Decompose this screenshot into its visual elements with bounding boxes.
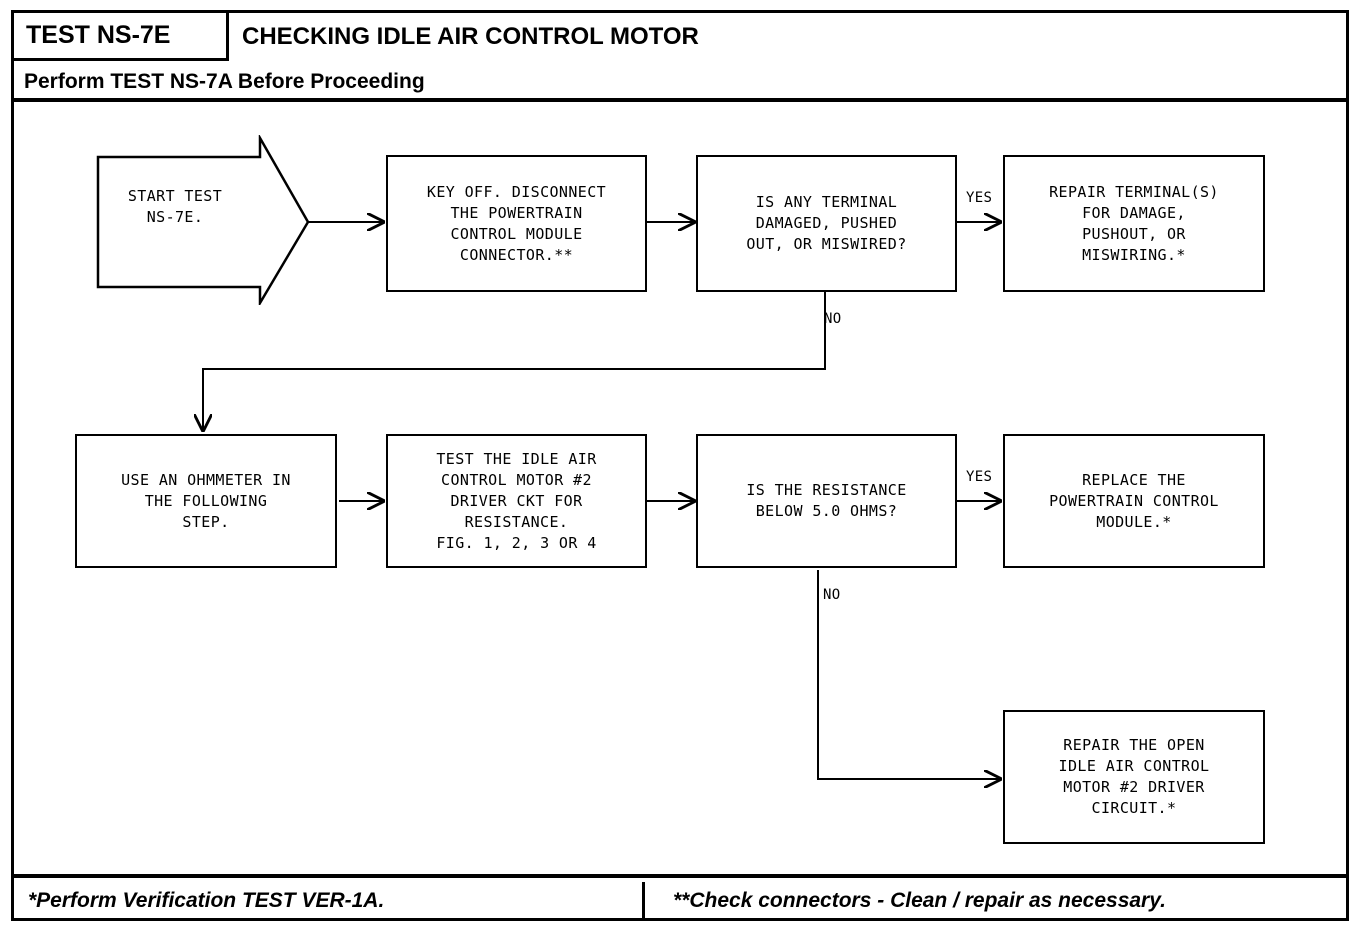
node-terminal-check-label: IS ANY TERMINAL DAMAGED, PUSHED OUT, OR …: [746, 193, 907, 253]
edge-label-terminal-no: NO: [824, 311, 842, 327]
header-title: CHECKING IDLE AIR CONTROL MOTOR: [242, 13, 699, 61]
node-resistance-check-label: IS THE RESISTANCE BELOW 5.0 OHMS?: [746, 481, 907, 520]
subheader-label: Perform TEST NS-7A Before Proceeding: [24, 69, 425, 93]
start-arrow-shape: [95, 135, 325, 305]
node-test-driver-ckt-label: TEST THE IDLE AIR CONTROL MOTOR #2 DRIVE…: [436, 449, 597, 552]
node-repair-open-circuit-label: REPAIR THE OPEN IDLE AIR CONTROL MOTOR #…: [1058, 736, 1210, 817]
node-use-ohmmeter[interactable]: USE AN OHMMETER IN THE FOLLOWING STEP.: [75, 434, 337, 568]
node-key-off-label: KEY OFF. DISCONNECT THE POWERTRAIN CONTR…: [426, 182, 607, 264]
edge-label-resistance-no: NO: [823, 587, 841, 603]
node-repair-terminals-label: REPAIR TERMINAL(S) FOR DAMAGE, PUSHOUT, …: [1049, 182, 1219, 264]
subheader: Perform TEST NS-7A Before Proceeding: [14, 61, 1346, 102]
header: TEST NS-7E CHECKING IDLE AIR CONTROL MOT…: [14, 13, 1346, 102]
node-replace-pcm[interactable]: REPLACE THE POWERTRAIN CONTROL MODULE.*: [1003, 434, 1265, 568]
footer-note-left: *Perform Verification TEST VER-1A.: [14, 882, 645, 920]
edge-label-terminal-yes: YES: [966, 190, 993, 206]
start-node-label: START TEST NS-7E.: [127, 187, 223, 226]
node-repair-terminals[interactable]: REPAIR TERMINAL(S) FOR DAMAGE, PUSHOUT, …: [1003, 155, 1265, 292]
page-title: CHECKING IDLE AIR CONTROL MOTOR: [242, 23, 699, 50]
node-replace-pcm-label: REPLACE THE POWERTRAIN CONTROL MODULE.*: [1049, 470, 1219, 531]
node-use-ohmmeter-label: USE AN OHMMETER IN THE FOLLOWING STEP.: [121, 470, 291, 531]
footer-left-text: *Perform Verification TEST VER-1A.: [28, 889, 385, 912]
node-terminal-check[interactable]: IS ANY TERMINAL DAMAGED, PUSHED OUT, OR …: [696, 155, 957, 292]
footer: *Perform Verification TEST VER-1A. **Che…: [14, 874, 1346, 920]
test-id-label: TEST NS-7E: [26, 21, 171, 49]
test-id-box: TEST NS-7E: [14, 13, 229, 61]
page-border: [11, 10, 1349, 921]
node-repair-open-circuit[interactable]: REPAIR THE OPEN IDLE AIR CONTROL MOTOR #…: [1003, 710, 1265, 844]
footer-right-text: **Check connectors - Clean / repair as n…: [673, 889, 1166, 912]
footer-note-right: **Check connectors - Clean / repair as n…: [659, 882, 1346, 920]
node-test-driver-ckt[interactable]: TEST THE IDLE AIR CONTROL MOTOR #2 DRIVE…: [386, 434, 647, 568]
edge-label-resistance-yes: YES: [966, 469, 993, 485]
node-key-off[interactable]: KEY OFF. DISCONNECT THE POWERTRAIN CONTR…: [386, 155, 647, 292]
node-resistance-check[interactable]: IS THE RESISTANCE BELOW 5.0 OHMS?: [696, 434, 957, 568]
